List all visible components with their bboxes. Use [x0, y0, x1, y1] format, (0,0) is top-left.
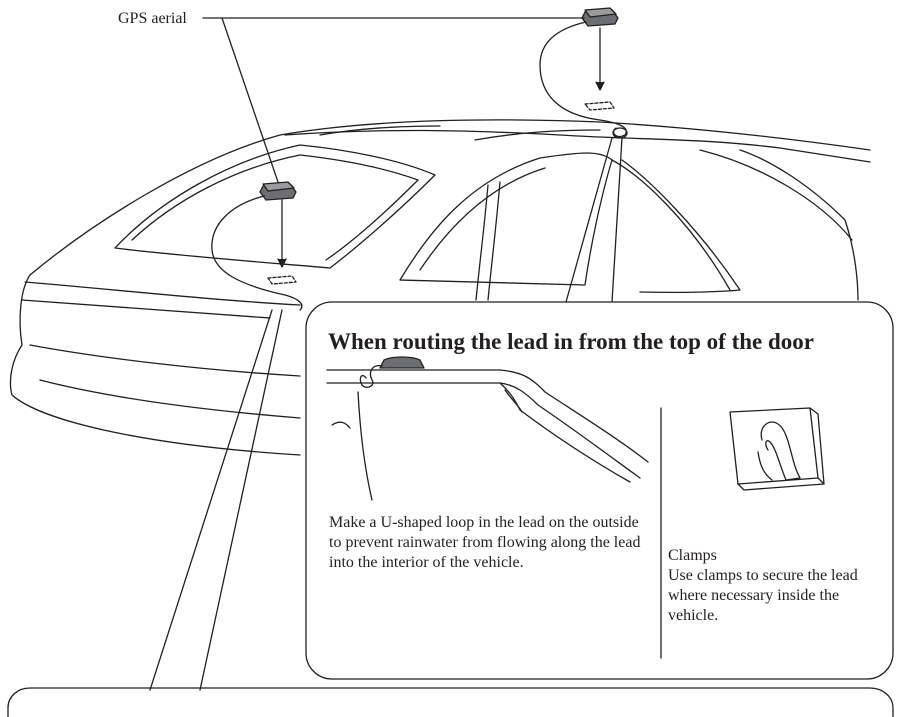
gps-aerial-label: GPS aerial [118, 10, 187, 27]
door-routing-title: When routing the lead in from the top of… [328, 329, 814, 354]
rear-window [114, 144, 436, 269]
side-windows [319, 125, 859, 301]
clamps-title: Clamps [668, 547, 717, 564]
clamps-note: Use clamps to secure the lead where nece… [668, 567, 858, 624]
car-outline [9, 119, 871, 456]
u-loop-note: Make a U-shaped loop in the lead on the … [329, 514, 641, 571]
clamp-icon [729, 407, 825, 491]
callout-leader-lines [149, 17, 623, 691]
lower-panel-edge [7, 687, 894, 717]
door-routing-panel [305, 301, 894, 680]
gps-aerial-trunk [211, 181, 303, 311]
gps-aerial-roof [539, 7, 628, 139]
door-top-inset-illustration [326, 356, 649, 501]
